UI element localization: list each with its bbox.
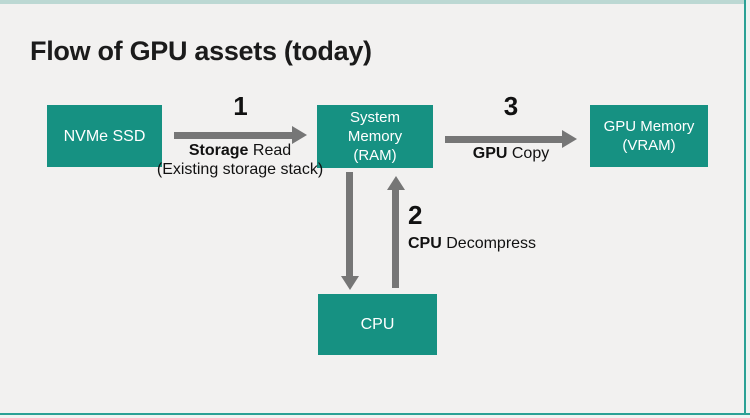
node-system-memory-line: System xyxy=(349,109,400,126)
step-2-label: CPU Decompress xyxy=(408,235,608,253)
step-3-verb: GPU xyxy=(472,145,508,162)
gpu-copy-arrow-icon xyxy=(445,130,577,148)
arrow-head-down-icon xyxy=(341,276,359,290)
cpu-to-ram-arrow-icon xyxy=(387,176,405,288)
step-1-number: 1 xyxy=(233,91,248,121)
step-1-rest: Read xyxy=(252,142,292,159)
step-1-label: Storage Read xyxy=(140,142,340,160)
bottom-accent-border xyxy=(0,413,750,415)
node-system-memory-line: Memory xyxy=(347,128,403,145)
page-title: Flow of GPU assets (today) xyxy=(30,36,372,67)
bottom-gutter xyxy=(0,415,750,418)
right-gutter xyxy=(746,0,750,418)
node-cpu-label: CPU xyxy=(360,316,395,333)
step-3-number: 3 xyxy=(503,91,519,121)
right-accent-border xyxy=(744,0,746,418)
arrow-shaft xyxy=(445,136,563,143)
ram-to-cpu-arrow-icon xyxy=(341,172,359,290)
node-gpu-memory-line: GPU Memory xyxy=(603,118,695,135)
step-3-label: GPU Copy xyxy=(445,145,577,163)
step-2-rest: Decompress xyxy=(446,235,537,252)
node-system-memory-line: (RAM) xyxy=(353,147,397,164)
node-nvme-ssd: NVMe SSD xyxy=(47,105,162,167)
arrow-shaft xyxy=(174,132,293,139)
arrow-head-right-icon xyxy=(562,130,577,148)
arrow-shaft xyxy=(392,189,399,288)
arrow-head-right-icon xyxy=(292,126,307,144)
step-3-rest: Copy xyxy=(511,145,550,162)
node-system-memory: System Memory (RAM) xyxy=(317,105,433,168)
node-cpu: CPU xyxy=(318,294,437,355)
step-2-verb: CPU xyxy=(408,235,442,252)
step-1-note: (Existing storage stack) xyxy=(156,161,324,178)
node-nvme-ssd-label: NVMe SSD xyxy=(63,127,146,145)
step-1-verb: Storage xyxy=(188,142,249,159)
top-accent-strip xyxy=(0,0,750,4)
node-gpu-memory: GPU Memory (VRAM) xyxy=(590,105,708,167)
step-2-number: 2 xyxy=(408,200,423,230)
storage-read-arrow-icon xyxy=(174,126,307,144)
arrow-head-up-icon xyxy=(387,176,405,190)
arrow-shaft xyxy=(346,172,353,277)
node-gpu-memory-line: (VRAM) xyxy=(622,137,676,154)
